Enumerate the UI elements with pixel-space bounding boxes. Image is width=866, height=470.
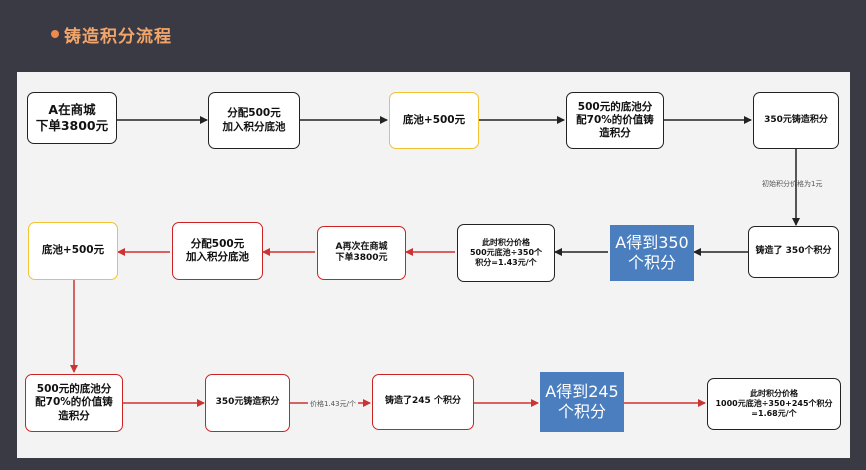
- node-price-2: 此时积分价格 1000元底池÷350+245个积分 =1.68元/个: [707, 378, 841, 430]
- node-alloc-1: 分配500元 加入积分底池: [208, 92, 300, 149]
- node-split-2: 500元的底池分 配70%的价值铸 造积分: [25, 374, 123, 432]
- title-bullet-icon: [51, 30, 59, 38]
- node-pool-2: 底池+500元: [28, 222, 118, 280]
- edge-label-initial-price: 初始积分价格为1元: [762, 180, 823, 188]
- node-mint-1: 350元铸造积分: [753, 92, 839, 149]
- node-a-gets-2: A得到245 个积分: [540, 372, 624, 432]
- node-a-gets-1: A得到350 个积分: [610, 225, 694, 281]
- page-title: 铸造积分流程: [64, 27, 172, 47]
- node-minted-2: 铸造了245 个积分: [372, 374, 474, 430]
- flow-diagram: A在商城 下单3800元 分配500元 加入积分底池 底池+500元 500元的…: [17, 72, 850, 458]
- node-a-buy: A在商城 下单3800元: [27, 92, 117, 144]
- node-split-1: 500元的底池分 配70%的价值铸 造积分: [566, 92, 664, 149]
- node-minted-1: 铸造了 350个积分: [748, 226, 839, 278]
- node-mint-2: 350元铸造积分: [205, 374, 290, 432]
- node-a-buy-2: A再次在商城 下单3800元: [317, 226, 406, 280]
- node-alloc-2: 分配500元 加入积分底池: [172, 222, 263, 280]
- edge-label-price-143: 价格1.43元/个: [308, 399, 358, 409]
- node-pool-1: 底池+500元: [389, 92, 479, 149]
- node-price-1: 此时积分价格 500元底池÷350个 积分=1.43元/个: [457, 224, 555, 282]
